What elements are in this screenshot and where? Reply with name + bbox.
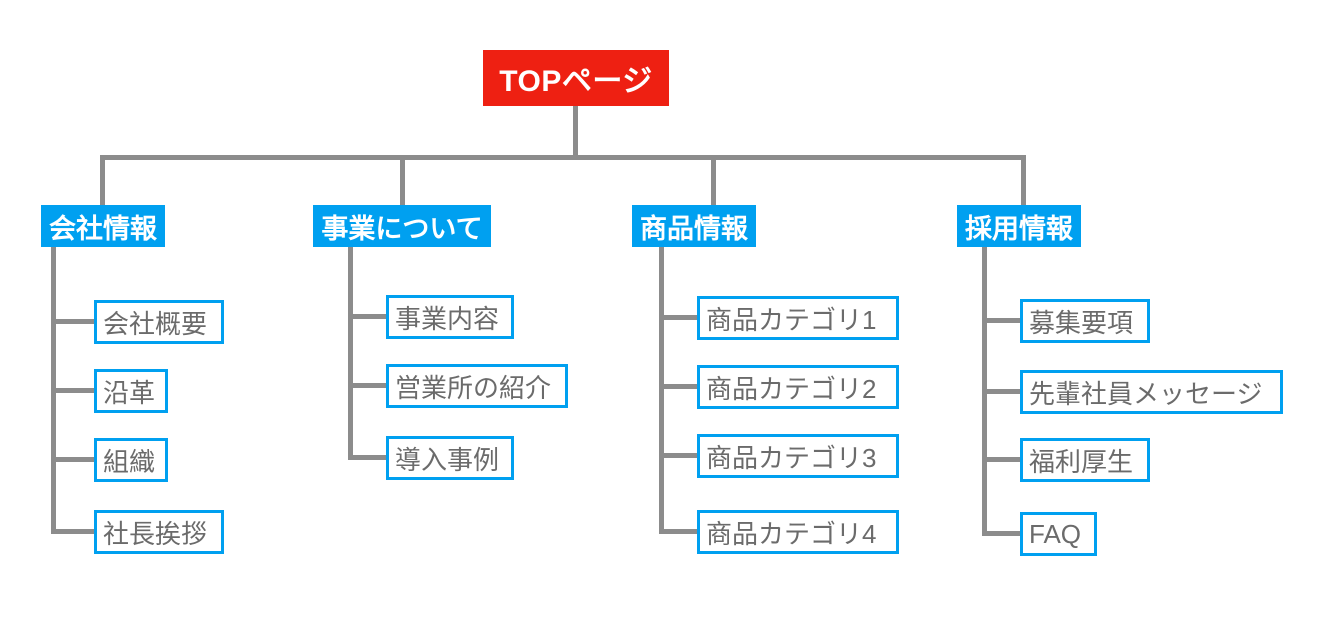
node-leaf-label: 募集要項	[1029, 307, 1134, 338]
node-leaf-label: FAQ	[1029, 518, 1082, 549]
node-leaf-president-greeting[interactable]: 社長挨拶	[94, 510, 224, 554]
connector-drop-section-4	[1021, 155, 1026, 207]
node-leaf-job-requirements[interactable]: 募集要項	[1020, 299, 1150, 343]
node-leaf-company-overview[interactable]: 会社概要	[94, 300, 224, 344]
node-leaf-label: 福利厚生	[1029, 446, 1134, 477]
node-section-business[interactable]: 事業について	[313, 205, 491, 247]
node-leaf-product-category-4[interactable]: 商品カテゴリ4	[697, 510, 899, 554]
connector-level2-bus	[100, 155, 1026, 160]
connector-branch-1-4	[51, 529, 96, 534]
connector-drop-section-1	[100, 155, 105, 207]
connector-branch-2-2	[348, 383, 388, 388]
connector-drop-section-2	[400, 155, 405, 207]
node-leaf-label: 組織	[103, 446, 156, 477]
connector-branch-1-1	[51, 319, 96, 324]
connector-branch-4-3	[982, 457, 1022, 462]
connector-root-stem	[573, 106, 578, 158]
node-leaf-label: 商品カテゴリ2	[706, 373, 877, 404]
connector-spine-section-2	[348, 247, 353, 460]
node-leaf-case-studies[interactable]: 導入事例	[386, 436, 514, 480]
node-leaf-product-category-2[interactable]: 商品カテゴリ2	[697, 365, 899, 409]
node-section-company-info[interactable]: 会社情報	[41, 205, 165, 247]
node-leaf-branch-offices[interactable]: 営業所の紹介	[386, 364, 568, 408]
connector-branch-3-3	[659, 453, 699, 458]
node-section-label: 会社情報	[49, 213, 157, 244]
connector-branch-4-1	[982, 318, 1022, 323]
connector-branch-4-2	[982, 389, 1022, 394]
node-leaf-label: 商品カテゴリ4	[706, 518, 877, 549]
node-leaf-label: 導入事例	[395, 444, 500, 475]
node-leaf-label: 事業内容	[395, 303, 500, 334]
connector-branch-3-4	[659, 529, 699, 534]
node-leaf-organization[interactable]: 組織	[94, 438, 168, 482]
node-leaf-company-history[interactable]: 沿革	[94, 369, 168, 413]
node-leaf-product-category-1[interactable]: 商品カテゴリ1	[697, 296, 899, 340]
connector-branch-3-1	[659, 315, 699, 320]
connector-drop-section-3	[711, 155, 716, 207]
node-leaf-label: 先輩社員メッセージ	[1029, 378, 1263, 409]
node-leaf-faq[interactable]: FAQ	[1020, 512, 1097, 556]
connector-branch-2-3	[348, 455, 388, 460]
connector-branch-2-1	[348, 314, 388, 319]
node-leaf-label: 商品カテゴリ1	[706, 304, 877, 335]
connector-branch-3-2	[659, 384, 699, 389]
node-leaf-label: 沿革	[103, 377, 156, 408]
connector-spine-section-3	[659, 247, 664, 534]
node-leaf-label: 商品カテゴリ3	[706, 442, 877, 473]
node-section-label: 採用情報	[965, 213, 1073, 244]
node-section-label: 商品情報	[640, 213, 748, 244]
node-section-recruit-info[interactable]: 採用情報	[957, 205, 1081, 247]
node-root-top-page[interactable]: TOPページ	[483, 50, 669, 106]
node-leaf-label: 会社概要	[103, 308, 208, 339]
node-leaf-label: 営業所の紹介	[395, 372, 552, 403]
connector-branch-4-4	[982, 531, 1022, 536]
node-leaf-benefits[interactable]: 福利厚生	[1020, 438, 1150, 482]
node-section-product-info[interactable]: 商品情報	[632, 205, 756, 247]
node-section-label: 事業について	[321, 213, 483, 244]
node-root-label: TOPページ	[499, 65, 653, 98]
connector-branch-1-3	[51, 457, 96, 462]
node-leaf-business-content[interactable]: 事業内容	[386, 295, 514, 339]
node-leaf-product-category-3[interactable]: 商品カテゴリ3	[697, 434, 899, 478]
node-leaf-label: 社長挨拶	[103, 518, 208, 549]
node-leaf-employee-messages[interactable]: 先輩社員メッセージ	[1020, 370, 1283, 414]
connector-branch-1-2	[51, 388, 96, 393]
